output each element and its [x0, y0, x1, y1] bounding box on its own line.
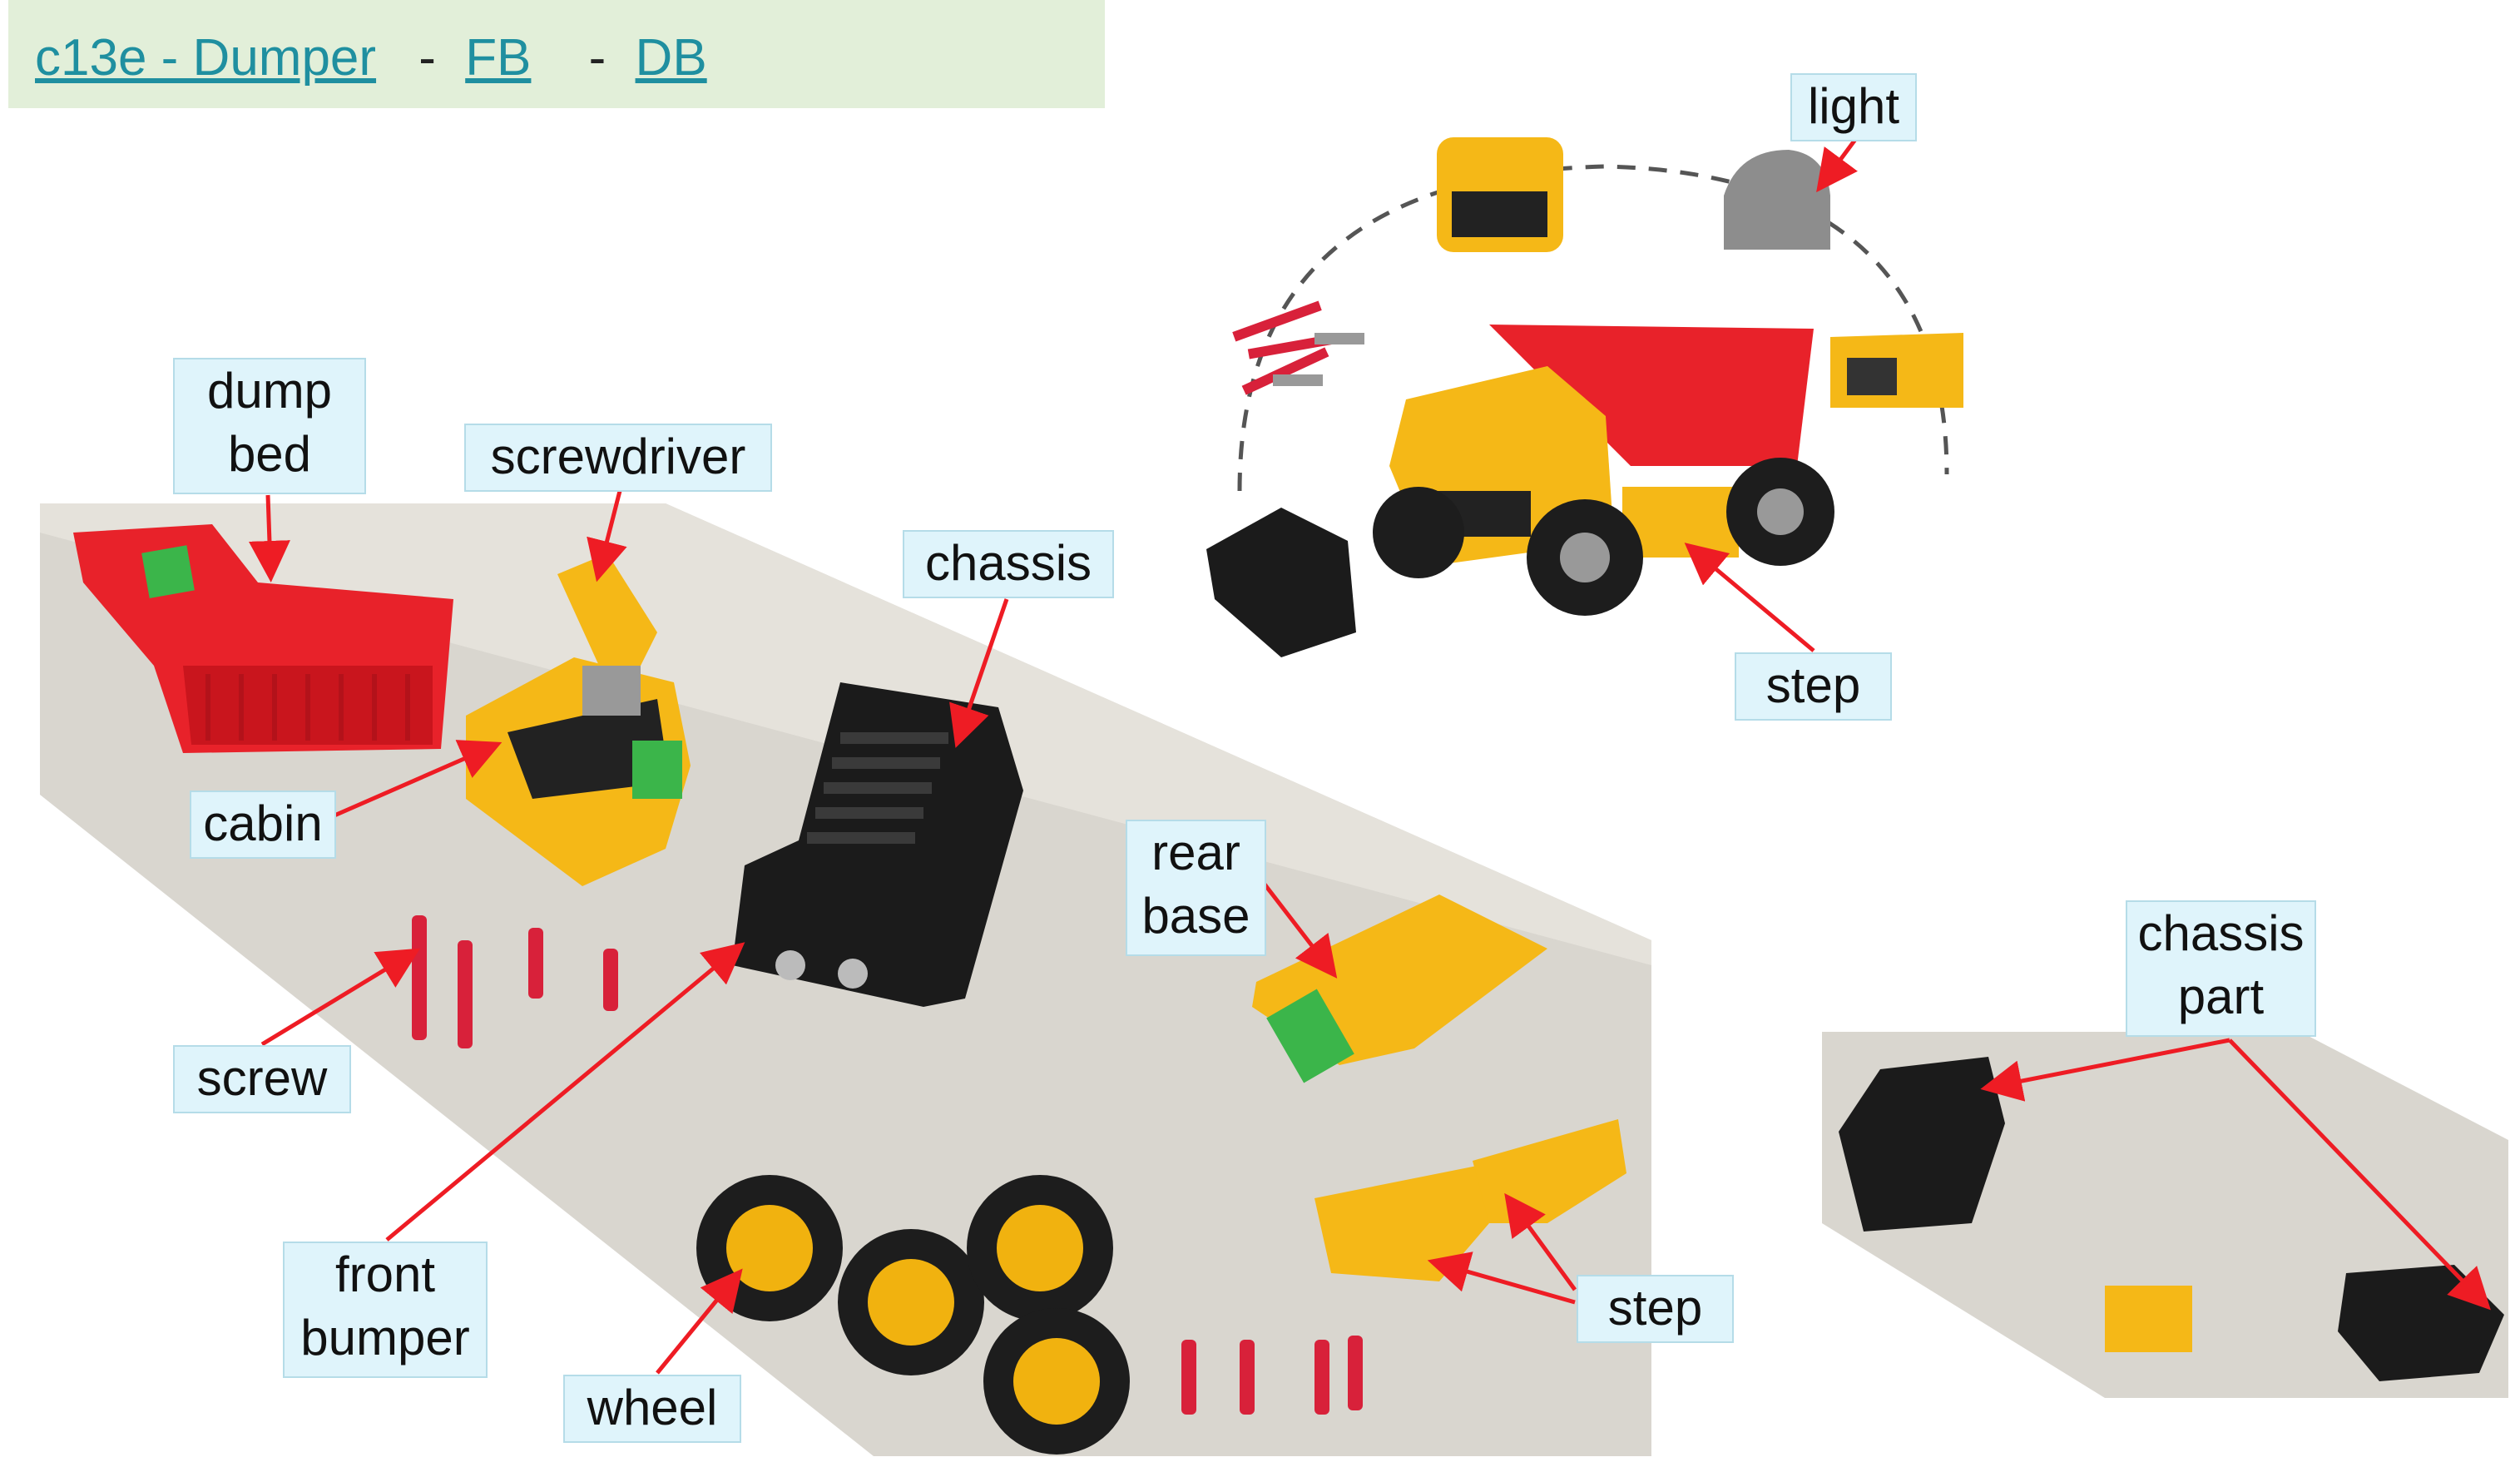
chassis-part [732, 682, 1023, 1007]
rear-base-part [1252, 895, 1547, 1083]
cabin-part [466, 657, 691, 886]
header-banner: c13e - Dumper - FB - DB [8, 0, 1105, 108]
label-light: light [1790, 73, 1917, 141]
title-link[interactable]: c13e - Dumper [35, 29, 377, 87]
product-photo [1206, 137, 1963, 657]
screwdriver-part [557, 553, 657, 666]
dump-bed-part [73, 524, 453, 753]
label-step: step [1577, 1275, 1734, 1343]
inset-photo [1822, 1032, 2508, 1398]
label-step-product: step [1735, 652, 1892, 721]
label-cabin: cabin [190, 791, 336, 859]
label-chassis: chassis [903, 530, 1114, 598]
label-front-bumper: front bumper [283, 1242, 488, 1378]
separator: - [418, 29, 436, 87]
fb-link[interactable]: FB [465, 29, 532, 87]
wheels-group [696, 1175, 1130, 1455]
db-link[interactable]: DB [635, 29, 707, 87]
label-wheel: wheel [563, 1375, 741, 1443]
separator: - [588, 29, 606, 87]
header-links: c13e - Dumper - FB - DB [35, 28, 707, 87]
label-screw: screw [173, 1045, 351, 1113]
screws-group-bottom [1181, 1336, 1363, 1415]
screws-group [412, 915, 618, 1048]
label-chassis-part: chassis part [2126, 900, 2316, 1037]
label-dump-bed: dump bed [173, 358, 366, 494]
label-screwdriver: screwdriver [464, 424, 772, 492]
label-rear-base: rear base [1126, 820, 1266, 956]
